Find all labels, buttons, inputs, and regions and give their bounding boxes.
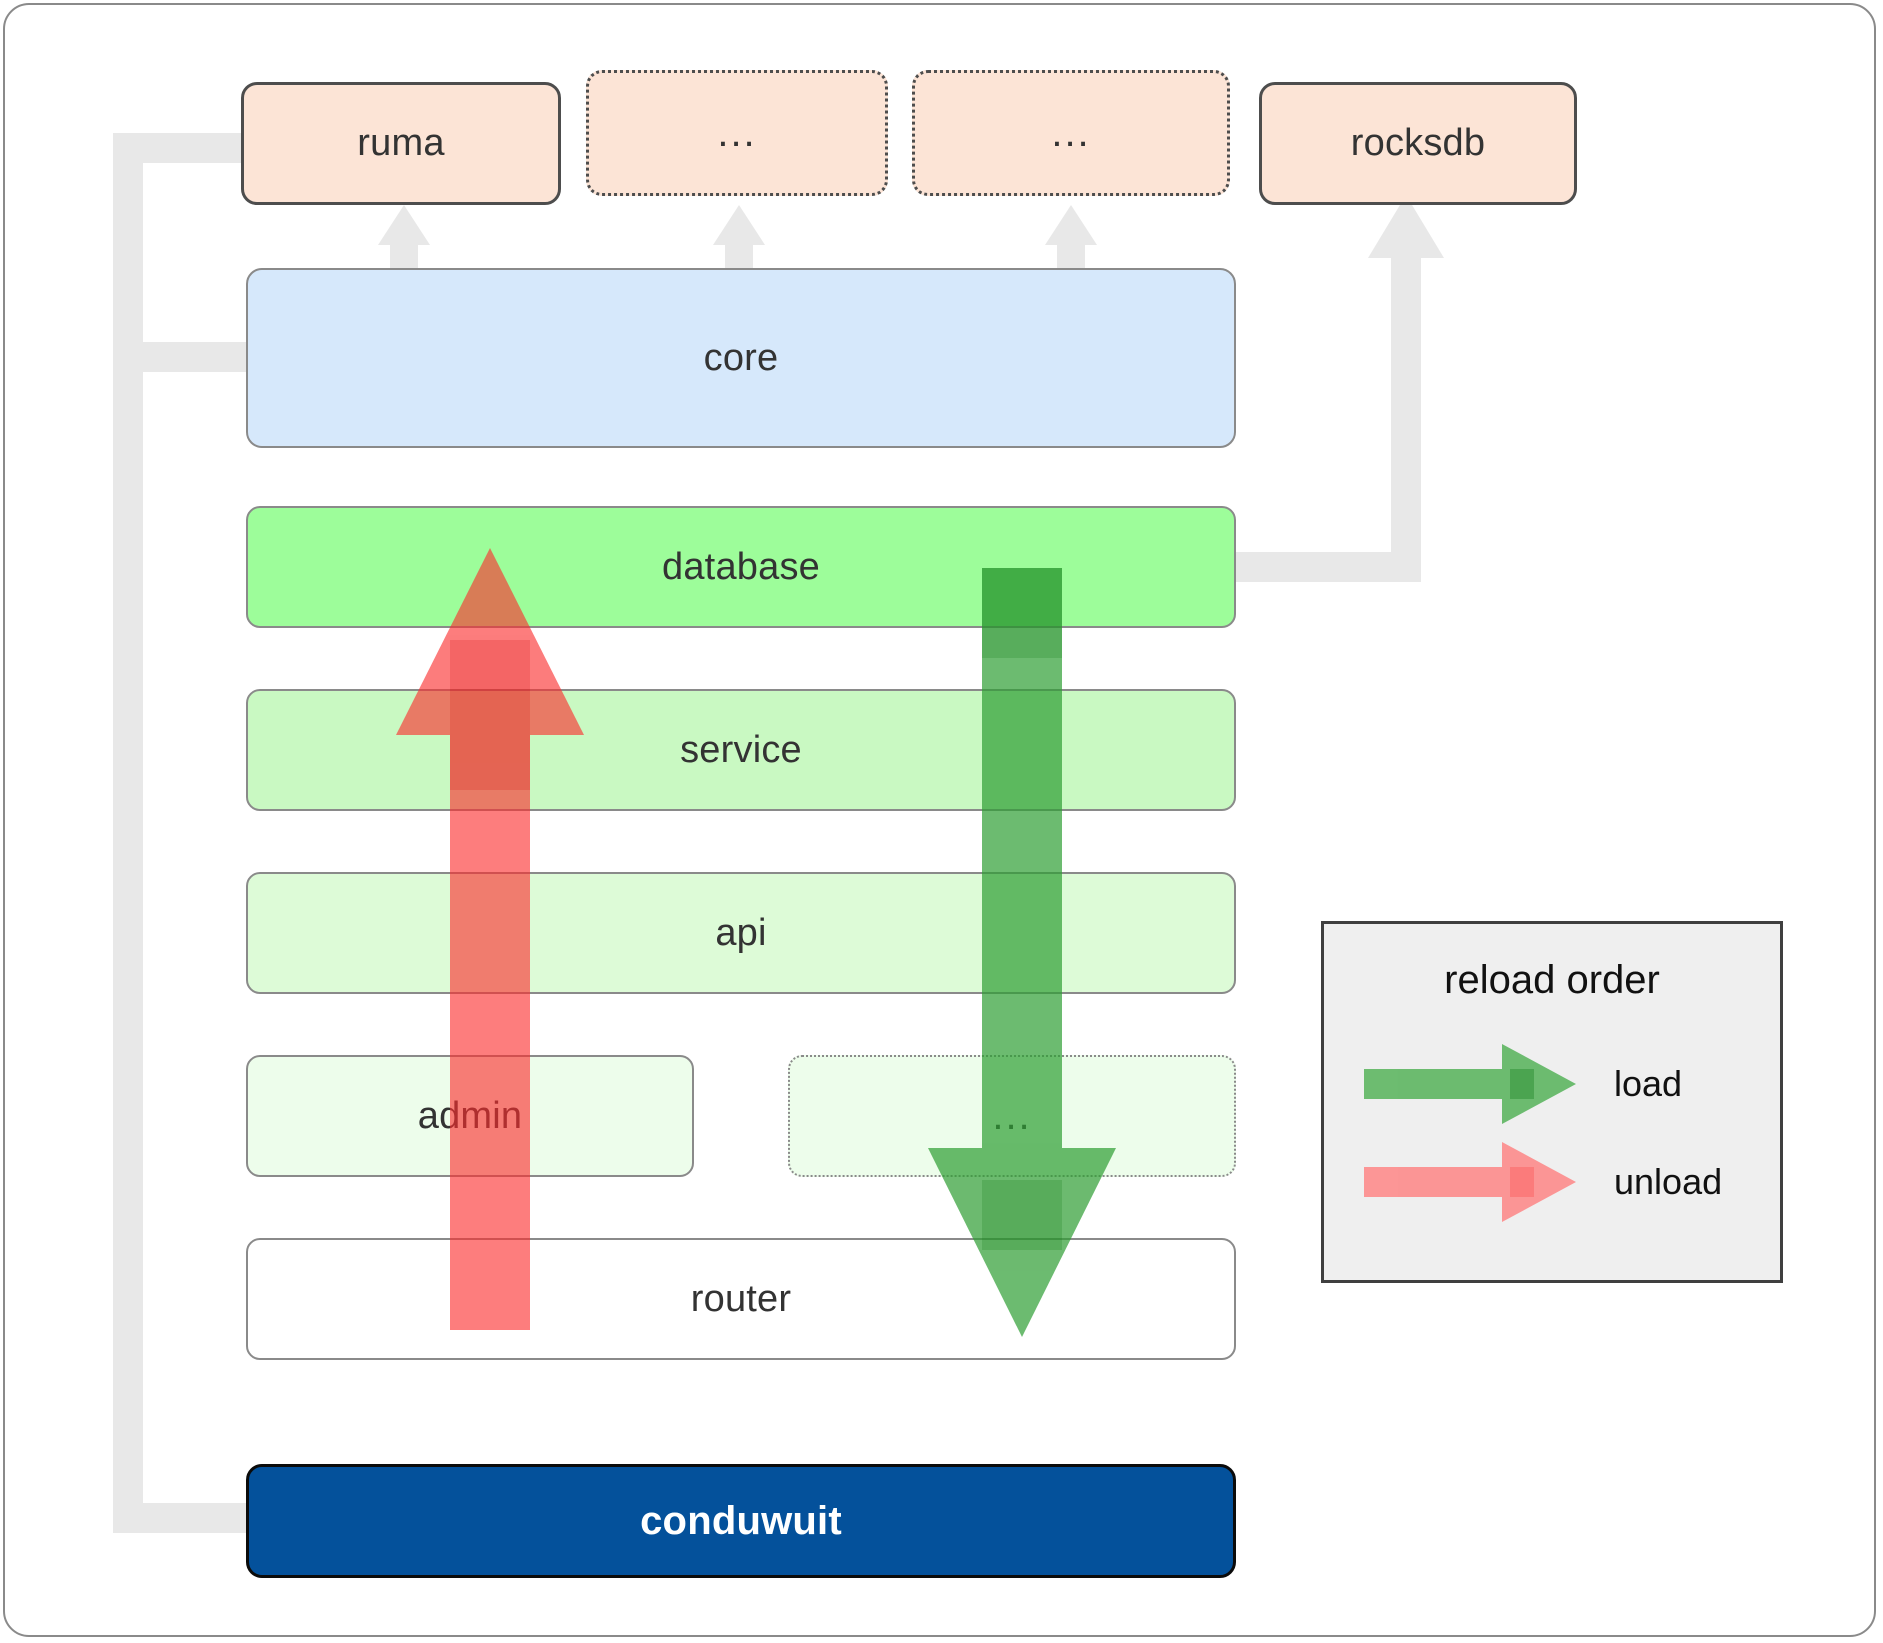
node-core[interactable]: core <box>246 268 1236 448</box>
node-rocksdb[interactable]: rocksdb <box>1259 82 1577 205</box>
node-layer-dots[interactable]: ... <box>788 1055 1236 1177</box>
node-router[interactable]: router <box>246 1238 1236 1360</box>
node-admin[interactable]: admin <box>246 1055 694 1177</box>
legend-label-load: load <box>1614 1063 1683 1104</box>
diagram-frame <box>3 3 1876 1637</box>
node-label: ... <box>717 111 757 155</box>
node-conduwuit[interactable]: conduwuit <box>246 1464 1236 1578</box>
node-service[interactable]: service <box>246 689 1236 811</box>
legend-box: reload order load unload <box>1321 921 1783 1283</box>
node-label: rocksdb <box>1350 122 1486 164</box>
legend-unload-swatch <box>1364 1142 1576 1222</box>
legend-title: reload order <box>1444 958 1660 1002</box>
node-label: ... <box>992 1094 1032 1138</box>
node-api[interactable]: api <box>246 872 1236 994</box>
node-ruma[interactable]: ruma <box>241 82 561 205</box>
node-dep-2[interactable]: ... <box>586 70 888 196</box>
legend-arrow-swatches <box>1364 1044 1576 1222</box>
node-label: ... <box>1051 111 1091 155</box>
node-dep-3[interactable]: ... <box>912 70 1230 196</box>
legend-load-swatch <box>1364 1044 1576 1124</box>
node-label: service <box>680 728 802 771</box>
node-label: database <box>662 545 820 588</box>
node-label: ruma <box>357 122 445 164</box>
node-label: conduwuit <box>640 1498 842 1543</box>
legend-label-unload: unload <box>1614 1161 1723 1202</box>
node-label: router <box>690 1277 792 1320</box>
node-database[interactable]: database <box>246 506 1236 628</box>
node-label: core <box>703 336 779 379</box>
node-label: admin <box>417 1094 523 1137</box>
node-label: api <box>715 911 767 954</box>
